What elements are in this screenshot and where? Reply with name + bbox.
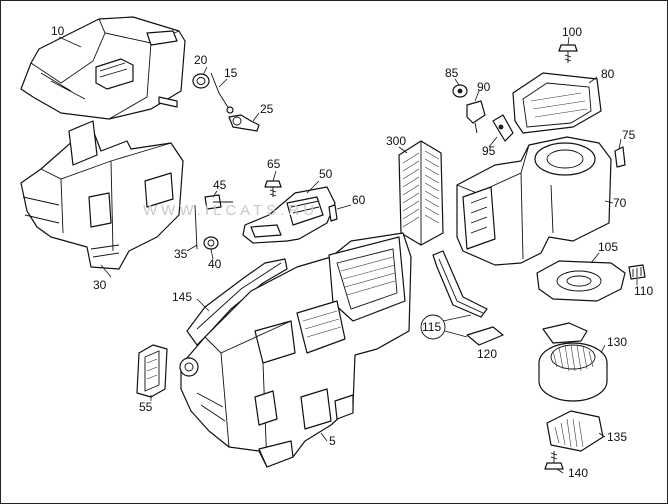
part-20-plug [192, 73, 210, 89]
callout-30[interactable]: 30 [93, 278, 107, 292]
callout-110[interactable]: 110 [634, 284, 654, 298]
part-110-connector [628, 264, 646, 280]
part-60-clip [328, 204, 338, 222]
callout-65[interactable]: 65 [267, 157, 281, 171]
part-135-resistor [546, 410, 604, 452]
part-115-seal [420, 250, 488, 340]
callout-95[interactable]: 95 [482, 144, 496, 158]
callout-50[interactable]: 50 [319, 167, 333, 181]
part-25-sensor [228, 114, 260, 132]
callout-70[interactable]: 70 [613, 196, 627, 210]
watermark: WWW.ILCATS.RU [143, 202, 319, 219]
part-70-blower-housing [456, 136, 612, 266]
part-85-bulb [452, 84, 468, 98]
part-50-duct [242, 186, 336, 244]
callout-60[interactable]: 60 [352, 193, 366, 207]
part-5-main-housing [179, 232, 412, 468]
part-90-connector [466, 100, 486, 134]
callout-300[interactable]: 300 [386, 134, 407, 148]
part-130-blower-motor [538, 322, 608, 402]
part-30-lower-housing [20, 120, 184, 270]
callout-45[interactable]: 45 [213, 178, 227, 192]
callout-115[interactable]: 115 [422, 320, 442, 334]
callout-100[interactable]: 100 [562, 25, 583, 39]
part-80-filter-frame [512, 72, 602, 134]
callout-75[interactable]: 75 [622, 128, 636, 142]
callout-80[interactable]: 80 [601, 67, 615, 81]
part-100-screw [558, 44, 578, 63]
callout-135[interactable]: 135 [607, 430, 628, 444]
callout-40[interactable]: 40 [208, 257, 222, 271]
callout-5[interactable]: 5 [329, 434, 336, 448]
callout-35[interactable]: 35 [174, 247, 188, 261]
part-65-screw [264, 180, 282, 197]
callout-15[interactable]: 15 [224, 66, 238, 80]
callout-85[interactable]: 85 [445, 66, 459, 80]
callout-55[interactable]: 55 [139, 400, 153, 414]
callout-130[interactable]: 130 [607, 335, 628, 349]
part-300-filter [398, 140, 444, 246]
part-120-bracket [444, 326, 504, 346]
part-35-rod [194, 204, 198, 250]
part-10-upper-housing [20, 16, 186, 120]
callout-145[interactable]: 145 [172, 290, 193, 304]
callout-105[interactable]: 105 [598, 240, 619, 254]
callout-25[interactable]: 25 [260, 102, 274, 116]
callout-120[interactable]: 120 [477, 347, 498, 361]
callout-10[interactable]: 10 [51, 24, 65, 38]
callout-140[interactable]: 140 [568, 466, 589, 480]
part-75-clip [614, 146, 626, 168]
callout-20[interactable]: 20 [194, 53, 208, 67]
part-15-cable [210, 72, 234, 114]
part-55-flap [136, 344, 168, 398]
part-95-sensor [492, 114, 514, 142]
part-140-screw [544, 451, 564, 470]
leader-lines [58, 36, 638, 474]
part-105-flange [536, 260, 626, 302]
part-40-bushing [203, 236, 219, 250]
callout-90[interactable]: 90 [477, 80, 491, 94]
